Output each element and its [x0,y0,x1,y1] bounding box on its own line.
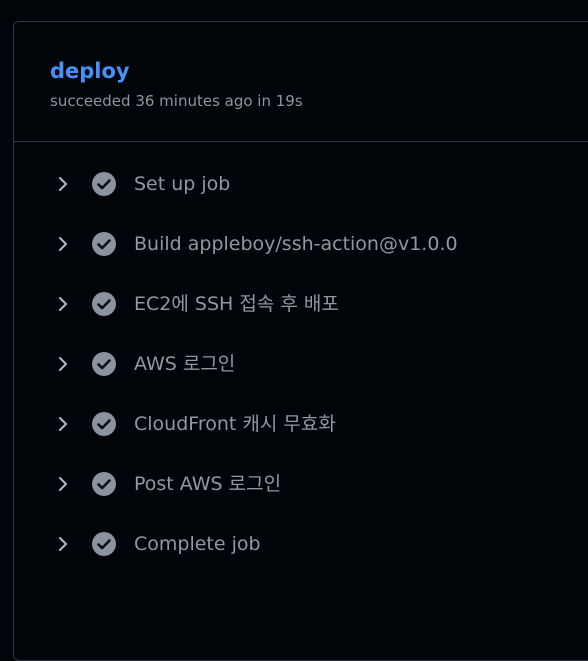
chevron-right-icon[interactable] [57,296,69,312]
chevron-right-icon[interactable] [57,176,69,192]
job-status-text: succeeded 36 minutes ago in 19s [50,92,303,110]
step-label: Complete job [134,533,261,555]
step-label: CloudFront 캐시 무효화 [134,413,336,435]
chevron-right-icon[interactable] [57,536,69,552]
step-label: Post AWS 로그인 [134,473,282,495]
step-row[interactable]: AWS 로그인 [14,342,588,386]
job-panel: deploy succeeded 36 minutes ago in 19s S… [13,21,588,661]
check-circle-icon [92,412,116,436]
step-row[interactable]: EC2에 SSH 접속 후 배포 [14,282,588,326]
step-row[interactable]: Complete job [14,522,588,566]
check-circle-icon [92,292,116,316]
step-label: Build appleboy/ssh-action@v1.0.0 [134,233,458,255]
check-circle-icon [92,472,116,496]
step-row[interactable]: CloudFront 캐시 무효화 [14,402,588,446]
step-label: EC2에 SSH 접속 후 배포 [134,293,339,315]
check-circle-icon [92,352,116,376]
chevron-right-icon[interactable] [57,236,69,252]
chevron-right-icon[interactable] [57,356,69,372]
check-circle-icon [92,232,116,256]
chevron-right-icon[interactable] [57,416,69,432]
step-row[interactable]: Post AWS 로그인 [14,462,588,506]
job-header: deploy succeeded 36 minutes ago in 19s [14,22,588,142]
chevron-right-icon[interactable] [57,476,69,492]
step-label: AWS 로그인 [134,353,236,375]
step-row[interactable]: Set up job [14,162,588,206]
job-title[interactable]: deploy [50,59,130,83]
step-row[interactable]: Build appleboy/ssh-action@v1.0.0 [14,222,588,266]
check-circle-icon [92,172,116,196]
step-label: Set up job [134,173,231,195]
check-circle-icon [92,532,116,556]
